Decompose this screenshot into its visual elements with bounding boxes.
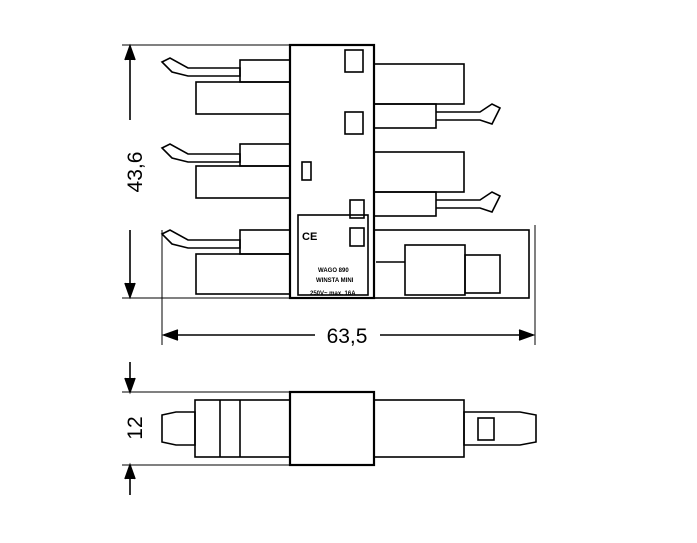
connector-side-view <box>161 390 537 467</box>
series-label: WINSTA MINI <box>316 278 354 284</box>
brand-label: WAGO 890 <box>318 268 349 274</box>
dimension-width-top <box>161 225 536 345</box>
connector-top-view <box>160 43 530 300</box>
ce-mark: CE <box>302 231 317 243</box>
dimension-label-height-bottom: 12 <box>124 416 147 439</box>
dimension-height-top <box>122 43 290 300</box>
dimension-label-width-top: 63,5 <box>327 325 368 348</box>
rating-label: 250V~ max. 16A <box>310 291 356 297</box>
dimension-height-bottom <box>122 362 290 495</box>
dimension-label-height-top: 43,6 <box>124 152 147 193</box>
